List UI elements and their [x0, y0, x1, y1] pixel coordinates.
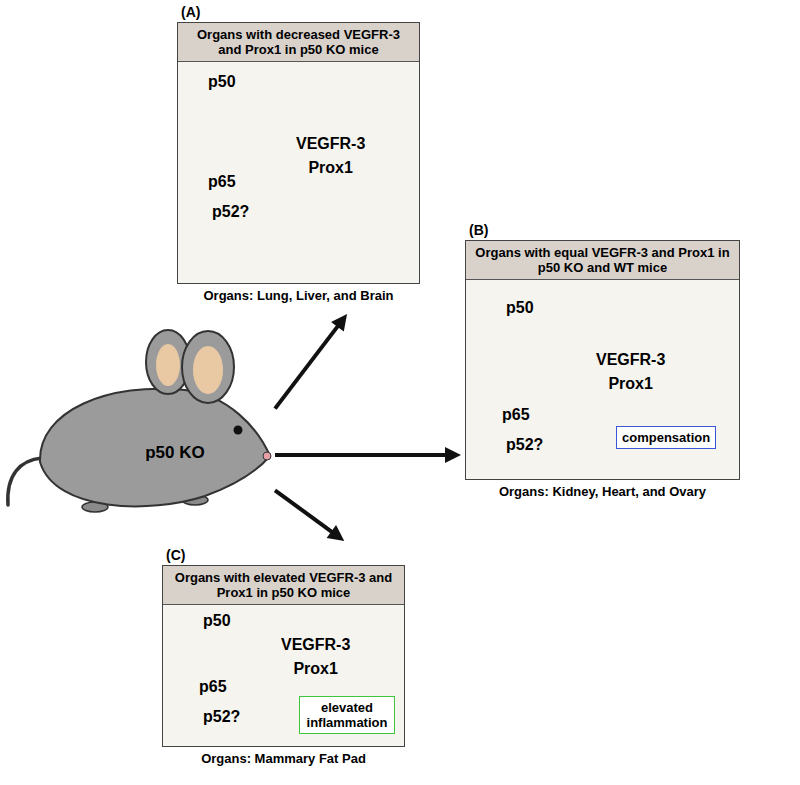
connector-line: [275, 323, 340, 409]
panel-letter: (B): [465, 220, 740, 240]
mouse-eye: [234, 426, 243, 435]
panel-header: Organs with decreased VEGFR-3 and Prox1 …: [178, 23, 419, 62]
panel-box: Organs with decreased VEGFR-3 and Prox1 …: [177, 22, 420, 284]
gene-node: p50: [203, 612, 231, 630]
panel-letter: (A): [177, 2, 420, 22]
callout-box: elevated inflammation: [299, 696, 395, 734]
gene-node: p50: [506, 299, 534, 317]
panel-box: Organs with equal VEGFR-3 and Prox1 in p…: [465, 240, 740, 480]
gene-node: p50: [208, 73, 236, 91]
organ-caption: Organs: Lung, Liver, and Brain: [177, 288, 420, 304]
mouse-illustration: [0, 325, 272, 515]
gene-node: p52?: [203, 708, 240, 726]
connector: [275, 314, 347, 409]
gene-node: p65: [502, 406, 530, 424]
arrowhead: [445, 447, 461, 463]
callout-text: compensation: [622, 430, 710, 445]
organ-caption: Organs: Mammary Fat Pad: [162, 751, 405, 767]
gene-label: p50: [208, 73, 236, 91]
gene-label: VEGFR-3: [296, 135, 365, 153]
arrowhead: [331, 314, 347, 332]
connector: [275, 447, 461, 463]
gene-label: VEGFR-3: [281, 636, 350, 654]
gene-label: Prox1: [308, 159, 352, 177]
gene-node: VEGFR-3Prox1: [296, 135, 365, 177]
connector-line: [275, 453, 450, 457]
panel: (B)Organs with equal VEGFR-3 and Prox1 i…: [465, 220, 740, 506]
callout-box: compensation: [616, 426, 716, 449]
gene-node: p65: [208, 173, 236, 191]
connector-line: [275, 490, 335, 534]
gene-label: p50: [203, 612, 231, 630]
gene-node: p52?: [212, 203, 249, 221]
panel: (A)Organs with decreased VEGFR-3 and Pro…: [177, 2, 420, 310]
gene-label: Prox1: [608, 375, 652, 393]
gene-node: VEGFR-3Prox1: [281, 636, 350, 678]
gene-label: p65: [502, 406, 530, 424]
panel-header: Organs with elevated VEGFR-3 and Prox1 i…: [163, 566, 404, 605]
gene-node: p65: [199, 678, 227, 696]
panel-header: Organs with equal VEGFR-3 and Prox1 in p…: [466, 241, 739, 280]
gene-label: VEGFR-3: [596, 351, 665, 369]
mouse: p50 KO: [0, 325, 272, 515]
gene-label: p52?: [506, 436, 543, 454]
mouse-body: [40, 389, 270, 507]
connector: [275, 490, 344, 541]
organ-caption: Organs: Kidney, Heart, and Ovary: [465, 484, 740, 500]
panel-letter: (C): [162, 545, 405, 565]
mouse-ear-inner: [193, 346, 223, 394]
gene-label: p52?: [212, 203, 249, 221]
gene-node: p52?: [506, 436, 543, 454]
panel-box: Organs with elevated VEGFR-3 and Prox1 i…: [162, 565, 405, 747]
callout-text: elevated inflammation: [305, 700, 389, 730]
gene-label: p65: [208, 173, 236, 191]
mouse-label: p50 KO: [95, 443, 255, 462]
mouse-tail: [8, 458, 42, 505]
mouse-ear-inner: [156, 344, 180, 386]
gene-node: VEGFR-3Prox1: [596, 351, 665, 393]
gene-label: p52?: [203, 708, 240, 726]
gene-label: Prox1: [293, 660, 337, 678]
gene-label: p65: [199, 678, 227, 696]
arrowhead: [327, 525, 345, 541]
gene-label: p50: [506, 299, 534, 317]
mouse-nose: [263, 452, 271, 460]
panel: (C)Organs with elevated VEGFR-3 and Prox…: [162, 545, 405, 773]
mouse-ear: [182, 331, 234, 403]
